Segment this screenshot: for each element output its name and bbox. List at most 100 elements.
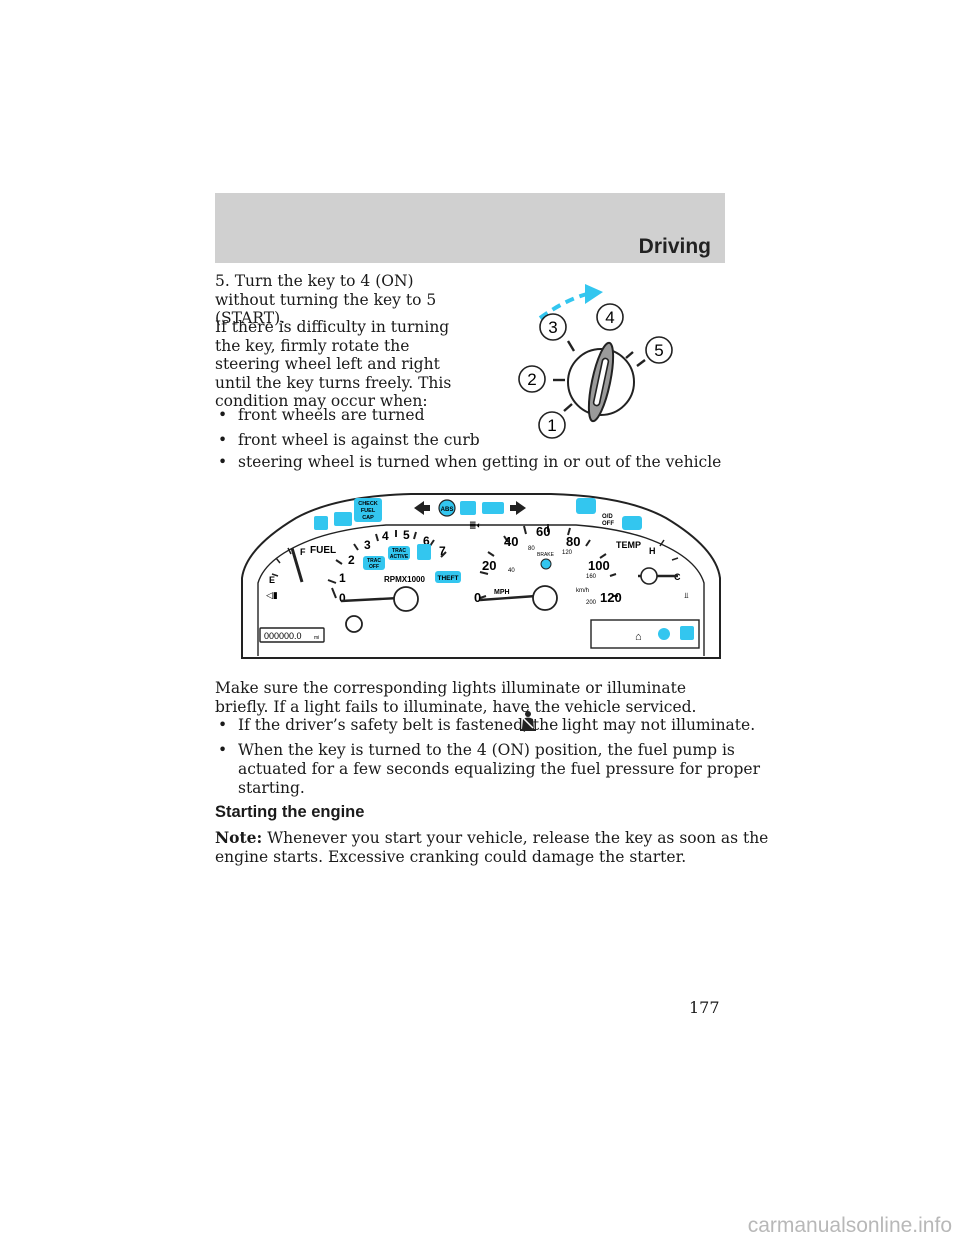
tachometer: 0 1 2 3 4 5 6 7 TRAC OFF TRAC ACTIVE RPM… <box>327 528 461 612</box>
svg-text:mi: mi <box>314 635 319 641</box>
coolant-temp-icon: ⫫ <box>683 591 689 600</box>
svg-text:H: H <box>649 546 656 556</box>
svg-text:TRAC: TRAC <box>367 558 381 564</box>
page-number: 177 <box>689 998 720 1017</box>
svg-text:2: 2 <box>348 553 355 567</box>
door-ajar-icon: ⌂ <box>635 631 642 643</box>
position-3-marker <box>539 313 567 341</box>
cluster-housing <box>241 493 721 659</box>
svg-text:60: 60 <box>536 524 550 539</box>
svg-text:TEMP: TEMP <box>616 540 641 550</box>
svg-text:6: 6 <box>423 534 430 548</box>
svg-text:1: 1 <box>339 571 346 585</box>
oil-pressure-icon <box>482 502 504 514</box>
section-header-band: Driving <box>215 193 725 263</box>
svg-text:3: 3 <box>364 538 371 552</box>
svg-text:80: 80 <box>566 534 580 549</box>
belt-text-end: light may not illuminate. <box>562 716 756 734</box>
trac-active-indicator <box>388 546 410 560</box>
svg-text:3: 3 <box>548 318 557 337</box>
fuel-pump-line-3: starting. <box>238 779 305 797</box>
svg-text:4: 4 <box>605 308 614 327</box>
temp-gauge: TEMP H C ⫫ <box>616 539 689 600</box>
check-engine-icon <box>622 516 642 530</box>
position-2-marker <box>518 365 546 393</box>
tach-needle <box>340 596 400 603</box>
svg-text:MPH: MPH <box>494 589 510 596</box>
svg-text:CAP: CAP <box>362 515 374 521</box>
svg-text:120: 120 <box>600 590 622 605</box>
note-line-1: Note: Whenever you start your vehicle, r… <box>215 828 769 847</box>
abs-icon <box>438 499 456 517</box>
note-label: Note: <box>215 828 263 847</box>
liftgate-ajar-icon <box>680 626 694 640</box>
rotation-arrow-icon <box>538 292 588 320</box>
svg-text:40: 40 <box>504 534 518 549</box>
svg-text:◁▮: ◁▮ <box>266 590 278 600</box>
brake-warning-icon <box>540 558 552 570</box>
svg-text:ACTIVE: ACTIVE <box>390 554 409 560</box>
svg-text:000000.0: 000000.0 <box>264 631 302 641</box>
svg-text:THEFT: THEFT <box>438 575 459 582</box>
lights-text: Make sure the corresponding lights illum… <box>215 679 697 716</box>
svg-text:OFF: OFF <box>602 521 614 527</box>
headlamp-icon: ≣◐ <box>469 520 482 530</box>
svg-text:20: 20 <box>482 558 496 573</box>
position-1-marker <box>538 411 566 439</box>
svg-text:km/h: km/h <box>576 588 589 594</box>
arrow-head-icon <box>585 284 603 304</box>
fuel-gauge: F E FUEL ◁▮ <box>266 512 352 600</box>
svg-text:E: E <box>269 575 275 585</box>
theft-indicator <box>435 571 461 583</box>
seatbelt-icon <box>520 711 536 731</box>
tach-hub <box>393 586 419 612</box>
svg-text:ABS: ABS <box>441 507 454 513</box>
trac-off-indicator <box>363 556 385 570</box>
seatbelt-warning-icon <box>417 544 431 560</box>
svg-text:0: 0 <box>339 591 346 605</box>
light-on-icon <box>658 628 670 640</box>
svg-text:RPMX1000: RPMX1000 <box>384 575 425 584</box>
fuel-pump-icon <box>314 516 328 530</box>
position-5-marker <box>645 336 673 364</box>
position-4-marker <box>596 303 624 331</box>
svg-text:80: 80 <box>528 546 535 552</box>
battery-icon <box>334 512 352 526</box>
instrument-cluster-diagram: F E FUEL ◁▮ CHECK FUEL CAP 0 1 2 3 4 5 6… <box>241 493 721 659</box>
speedo-needle <box>479 594 537 602</box>
svg-text:FUEL: FUEL <box>361 508 376 514</box>
watermark: carmanualsonline.info <box>747 1214 952 1237</box>
svg-text:OFF: OFF <box>369 564 379 570</box>
tire-pressure-icon <box>576 498 596 514</box>
svg-text:40: 40 <box>508 568 515 574</box>
speedo-hub <box>532 585 558 611</box>
svg-text:F: F <box>300 547 306 557</box>
svg-text:0: 0 <box>474 590 481 605</box>
svg-text:2: 2 <box>527 370 536 389</box>
starting-heading: Starting the engine <box>215 803 365 821</box>
svg-text:4: 4 <box>382 529 389 543</box>
svg-text:TRAC: TRAC <box>392 548 406 554</box>
svg-text:1: 1 <box>547 416 556 435</box>
svg-text:5: 5 <box>403 528 410 542</box>
check-fuel-cap-indicator: CHECK FUEL CAP <box>354 498 382 522</box>
temp-hub <box>640 567 658 585</box>
section-title: Driving <box>638 235 711 258</box>
trip-reset-button[interactable] <box>345 615 363 633</box>
odometer: 000000.0 mi <box>259 627 325 643</box>
svg-text:5: 5 <box>654 341 663 360</box>
fuel-pump-line-2: actuated for a few seconds equalizing th… <box>238 760 760 778</box>
svg-text:100: 100 <box>588 558 610 573</box>
svg-text:BRAKE: BRAKE <box>537 552 555 558</box>
svg-text:200: 200 <box>586 600 597 606</box>
left-turn-icon <box>414 501 424 515</box>
ignition-switch-diagram: 3 4 5 2 1 <box>518 284 673 439</box>
step-5-text: 5. Turn the key to 4 (ON) without turnin… <box>215 272 437 327</box>
center-warning-icons: ABS O/D OFF ≣◐ <box>414 498 642 530</box>
fuel-needle <box>290 547 304 583</box>
svg-text:O/D: O/D <box>602 514 613 520</box>
note-line-2: engine starts. Excessive cranking could … <box>215 848 687 866</box>
right-turn-icon <box>516 501 526 515</box>
difficulty-text: If there is difficulty in turning the ke… <box>215 318 452 410</box>
svg-text:CHECK: CHECK <box>358 501 378 507</box>
